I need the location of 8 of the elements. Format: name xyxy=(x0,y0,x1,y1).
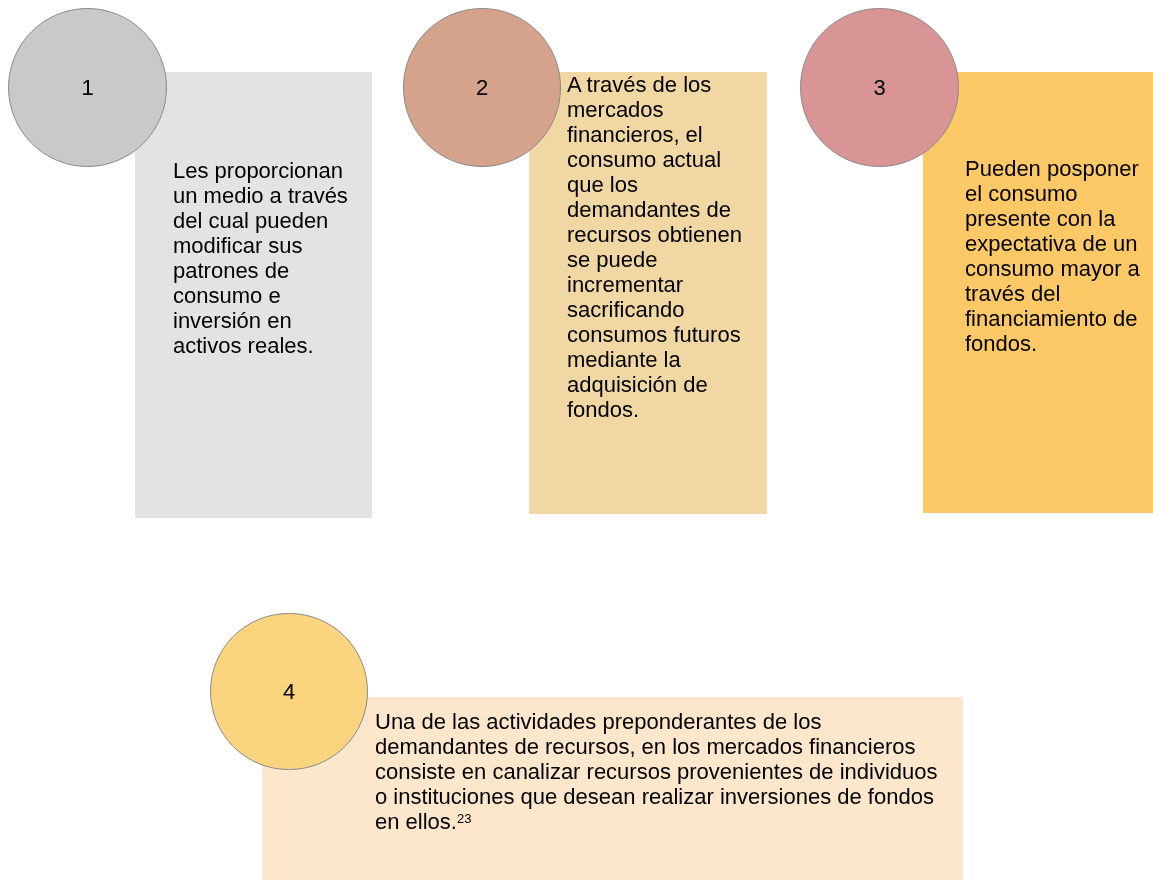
card-text: Pueden posponer el consumo presente con la expectativa de un consumo mayor a través del financiamiento de fondos. xyxy=(965,156,1141,356)
card-text: Les proporcionan un medio a través del cual pueden modificar sus patrones de consumo e inversión en activos reales. xyxy=(173,158,349,358)
text-card xyxy=(135,72,372,518)
text-card xyxy=(923,72,1153,513)
card-text: A través de los mercados financieros, el consumo actual que los demandantes de recursos obtienen se puede incrementar sacrificando consumos futuros mediante la adquisición de fondos. xyxy=(567,72,743,422)
card-text: Una de las actividades preponderantes de los demandantes de recursos, en los mercados financieros consiste en canalizar recursos provenientes de individuos o instituciones que desean realizar inversiones de fondos en ellos.$^{23}$ xyxy=(375,709,939,834)
text-card xyxy=(529,72,767,514)
text-card xyxy=(262,697,963,880)
